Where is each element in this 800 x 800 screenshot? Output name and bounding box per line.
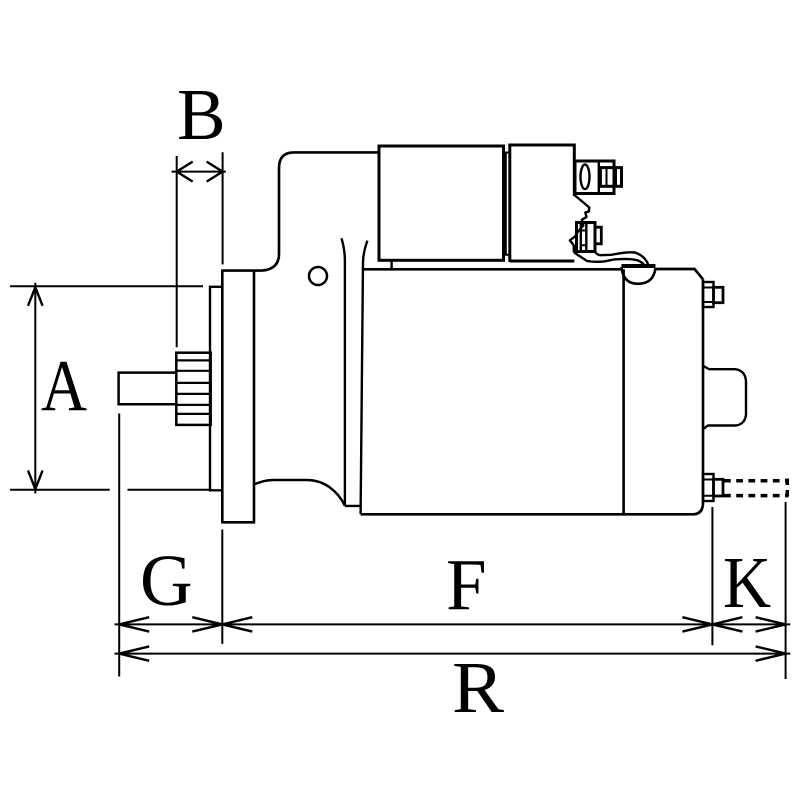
svg-text:B: B	[177, 74, 226, 155]
svg-text:G: G	[140, 540, 193, 621]
svg-text:R: R	[452, 647, 504, 728]
svg-text:F: F	[446, 544, 487, 625]
svg-text:A: A	[41, 345, 87, 426]
svg-text:K: K	[723, 542, 771, 623]
